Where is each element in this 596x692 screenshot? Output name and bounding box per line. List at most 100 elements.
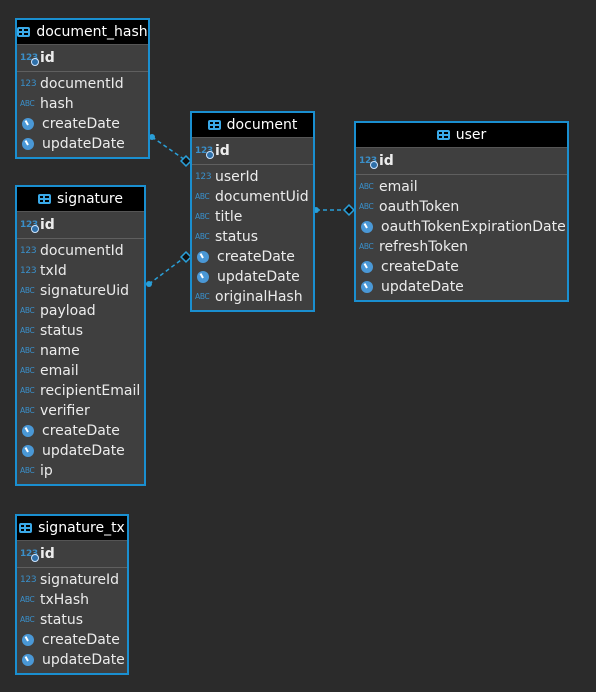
column-name: createDate	[42, 632, 120, 648]
entity-title: signature	[57, 191, 123, 207]
column-row[interactable]: ABC status	[17, 321, 144, 341]
text-type-icon: ABC	[20, 326, 35, 336]
column-row[interactable]: updateDate	[192, 267, 313, 287]
entity-title: document_hash	[36, 24, 148, 40]
table-icon	[17, 27, 31, 37]
column-name: documentUid	[215, 189, 309, 205]
column-name: id	[379, 153, 394, 169]
link-end-diamond	[179, 250, 193, 264]
column-name: status	[40, 612, 84, 628]
column-row[interactable]: createDate	[17, 630, 127, 650]
column-name: signatureId	[40, 572, 119, 588]
text-type-icon: ABC	[20, 346, 35, 356]
text-type-icon: ABC	[20, 466, 35, 476]
column-row[interactable]: ABC status	[17, 610, 127, 630]
column-name: oauthTokenExpirationDate	[381, 219, 566, 235]
column-row[interactable]: ABC signatureUid	[17, 281, 144, 301]
column-row[interactable]: updateDate	[17, 441, 144, 461]
column-name: originalHash	[215, 289, 303, 305]
table-icon	[38, 194, 52, 204]
text-type-icon: ABC	[195, 192, 210, 202]
column-row[interactable]: createDate	[356, 257, 567, 277]
text-type-icon: ABC	[359, 202, 374, 212]
entity-header[interactable]: signature_tx	[17, 516, 127, 541]
datetime-type-icon	[22, 634, 34, 646]
datetime-type-icon	[197, 251, 209, 263]
entity-header[interactable]: document	[192, 113, 313, 138]
link-end-diamond	[342, 203, 356, 217]
entity-title: signature_tx	[38, 520, 125, 536]
key-icon	[206, 150, 214, 159]
column-name: userId	[215, 169, 259, 185]
text-type-icon: ABC	[20, 286, 35, 296]
text-type-icon: ABC	[359, 182, 374, 192]
column-name: createDate	[217, 249, 295, 265]
table-icon	[19, 523, 33, 533]
entity-header[interactable]: user	[356, 123, 567, 148]
column-row[interactable]: createDate	[17, 421, 144, 441]
key-icon	[31, 57, 39, 66]
column-row[interactable]: updateDate	[356, 277, 567, 297]
datetime-type-icon	[22, 138, 34, 150]
column-row[interactable]: createDate	[192, 247, 313, 267]
column-name: id	[215, 143, 230, 159]
text-type-icon: ABC	[20, 595, 35, 605]
column-name: signatureUid	[40, 283, 129, 299]
numeric-type-icon: 123	[20, 574, 37, 585]
column-name: createDate	[42, 116, 120, 132]
column-name: documentId	[40, 243, 124, 259]
key-icon	[31, 553, 39, 562]
numeric-type-icon: 123	[20, 245, 37, 256]
column-row[interactable]: updateDate	[17, 650, 127, 670]
text-type-icon: ABC	[195, 212, 210, 222]
column-row[interactable]: oauthTokenExpirationDate	[356, 217, 567, 237]
column-row[interactable]: ABC documentUid	[192, 187, 313, 207]
numeric-type-icon: 123	[20, 549, 39, 562]
column-row[interactable]: createDate	[17, 114, 148, 134]
datetime-type-icon	[361, 221, 373, 233]
column-name: updateDate	[42, 136, 125, 152]
entity-header[interactable]: signature	[17, 187, 144, 212]
column-name: hash	[40, 96, 74, 112]
entity-header[interactable]: document_hash	[17, 20, 148, 45]
column-name: status	[40, 323, 84, 339]
column-name: title	[215, 209, 243, 225]
text-type-icon: ABC	[195, 232, 210, 242]
text-type-icon: ABC	[20, 306, 35, 316]
text-type-icon: ABC	[20, 615, 35, 625]
column-row[interactable]: updateDate	[17, 134, 148, 154]
link-end-diamond	[179, 154, 193, 168]
column-row[interactable]: ABC title	[192, 207, 313, 227]
